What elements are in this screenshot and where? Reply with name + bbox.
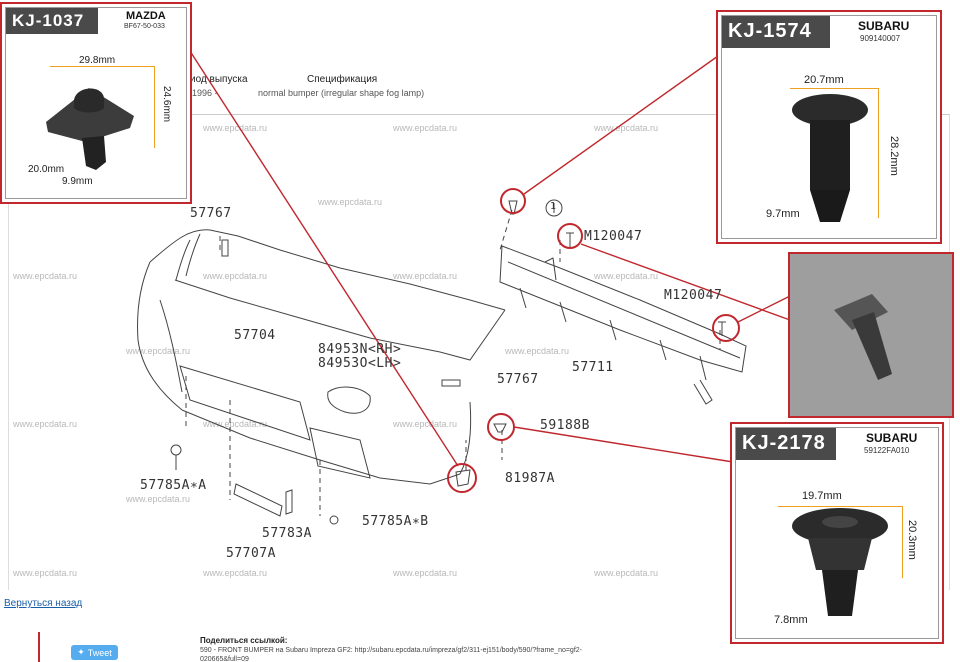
clip-dimension-height: 20.3mm xyxy=(906,520,918,560)
clip-brand: MAZDA xyxy=(126,10,166,22)
divider-bar xyxy=(38,632,40,662)
clip-dimension-shank: 7.8mm xyxy=(774,614,808,626)
clip-image xyxy=(792,508,888,616)
header-year-label: иод выпуска xyxy=(190,74,248,85)
back-link[interactable]: Вернуться назад xyxy=(4,598,83,609)
watermark: www.epcdata.ru xyxy=(203,419,268,429)
clip-code-badge: KJ-2178 xyxy=(736,428,836,460)
watermark: www.epcdata.ru xyxy=(126,494,191,504)
part-label[interactable]: M120047 xyxy=(664,288,723,303)
watermark: www.epcdata.ru xyxy=(393,419,458,429)
clip-dimension-base: 20.0mm xyxy=(28,164,65,175)
popup-body: KJ-1574 SUBARU 909140007 20.7mm 28.2mm 9… xyxy=(721,15,937,239)
dimension-line xyxy=(154,66,155,148)
part-label[interactable]: M120047 xyxy=(584,229,643,244)
part-label[interactable]: 57783A xyxy=(262,526,312,541)
part-label[interactable]: 81987A xyxy=(505,471,555,486)
part-label[interactable]: 57711 xyxy=(572,360,614,375)
watermark: www.epcdata.ru xyxy=(594,123,659,133)
part-label[interactable]: 84953N<RH> xyxy=(318,342,402,357)
dimension-line xyxy=(878,88,879,218)
clip-photo-image xyxy=(790,254,952,416)
tweet-button[interactable]: ✦ Tweet xyxy=(71,645,118,660)
clip-photo xyxy=(788,252,954,418)
clip-brand: SUBARU xyxy=(858,19,910,33)
watermark: www.epcdata.ru xyxy=(393,568,458,578)
clip-popup-kj1574: KJ-1574 SUBARU 909140007 20.7mm 28.2mm 9… xyxy=(716,10,942,244)
part-label[interactable]: 59188B xyxy=(540,418,590,433)
part-label[interactable]: 57704 xyxy=(234,328,276,343)
watermark: www.epcdata.ru xyxy=(203,271,268,281)
watermark: www.epcdata.ru xyxy=(393,271,458,281)
dimension-line xyxy=(778,506,902,507)
watermark: www.epcdata.ru xyxy=(203,568,268,578)
dimension-line xyxy=(50,66,154,67)
watermark: www.epcdata.ru xyxy=(594,271,659,281)
header-spec-value: normal bumper (irregular shape fog lamp) xyxy=(258,88,425,98)
callout-lines xyxy=(187,47,791,467)
reference-number: 1 xyxy=(550,201,557,212)
watermark: www.epcdata.ru xyxy=(318,197,383,207)
watermark: www.epcdata.ru xyxy=(13,568,78,578)
watermark: www.epcdata.ru xyxy=(126,346,191,356)
share-title: Поделиться ссылкой: xyxy=(200,636,288,645)
watermark: www.epcdata.ru xyxy=(393,123,458,133)
clip-part-number: 909140007 xyxy=(860,34,901,43)
callout-markers xyxy=(447,188,740,493)
clip-image xyxy=(46,88,134,170)
part-label[interactable]: 57707A xyxy=(226,546,276,561)
clip-code-badge: KJ-1037 xyxy=(6,8,98,34)
clip-popup-kj2178: KJ-2178 SUBARU 59122FA010 19.7mm 20.3mm … xyxy=(730,422,944,644)
clip-image xyxy=(792,94,868,222)
clip-dimension-width: 20.7mm xyxy=(804,74,844,86)
watermark: www.epcdata.ru xyxy=(13,271,78,281)
part-label[interactable]: 57785A∗B xyxy=(362,514,429,529)
dimension-line xyxy=(902,506,903,578)
watermark: www.epcdata.ru xyxy=(505,346,570,356)
clip-dimension-height: 28.2mm xyxy=(888,136,900,176)
share-link-text[interactable]: 590 - FRONT BUMPER на Subaru Impreza GF2… xyxy=(200,647,582,662)
clip-code-badge: KJ-1574 xyxy=(722,16,830,48)
header-spec-label: Спецификация xyxy=(307,74,378,85)
watermark: www.epcdata.ru xyxy=(594,568,659,578)
clip-dimension-width: 29.8mm xyxy=(79,55,116,66)
popup-body: KJ-2178 SUBARU 59122FA010 19.7mm 20.3mm … xyxy=(735,427,939,639)
twitter-icon: ✦ xyxy=(77,647,85,657)
clip-popup-kj1037: KJ-1037 MAZDA BF67-50-033 29.8mm 24.6mm … xyxy=(0,2,192,204)
clip-dimension-shank: 9.7mm xyxy=(766,208,800,220)
clip-dimension-height: 24.6mm xyxy=(161,86,172,123)
bumper-drawing xyxy=(137,199,747,525)
part-label[interactable]: 57767 xyxy=(190,206,232,221)
part-label[interactable]: 57767 xyxy=(497,372,539,387)
clip-dimension-shank: 9.9mm xyxy=(62,176,93,187)
dimension-line xyxy=(790,88,878,89)
popup-body: KJ-1037 MAZDA BF67-50-033 29.8mm 24.6mm … xyxy=(5,7,187,199)
clip-part-number: BF67-50-033 xyxy=(124,23,165,30)
part-label[interactable]: 57785A∗A xyxy=(140,478,207,493)
clip-brand: SUBARU xyxy=(866,431,918,445)
part-label[interactable]: 84953O<LH> xyxy=(318,356,402,371)
clip-dimension-width: 19.7mm xyxy=(802,490,842,502)
watermark: www.epcdata.ru xyxy=(13,419,78,429)
tweet-label: Tweet xyxy=(87,647,112,658)
header-year-value: 1996 - xyxy=(192,88,218,98)
watermark: www.epcdata.ru xyxy=(203,123,268,133)
clip-part-number: 59122FA010 xyxy=(864,446,910,455)
